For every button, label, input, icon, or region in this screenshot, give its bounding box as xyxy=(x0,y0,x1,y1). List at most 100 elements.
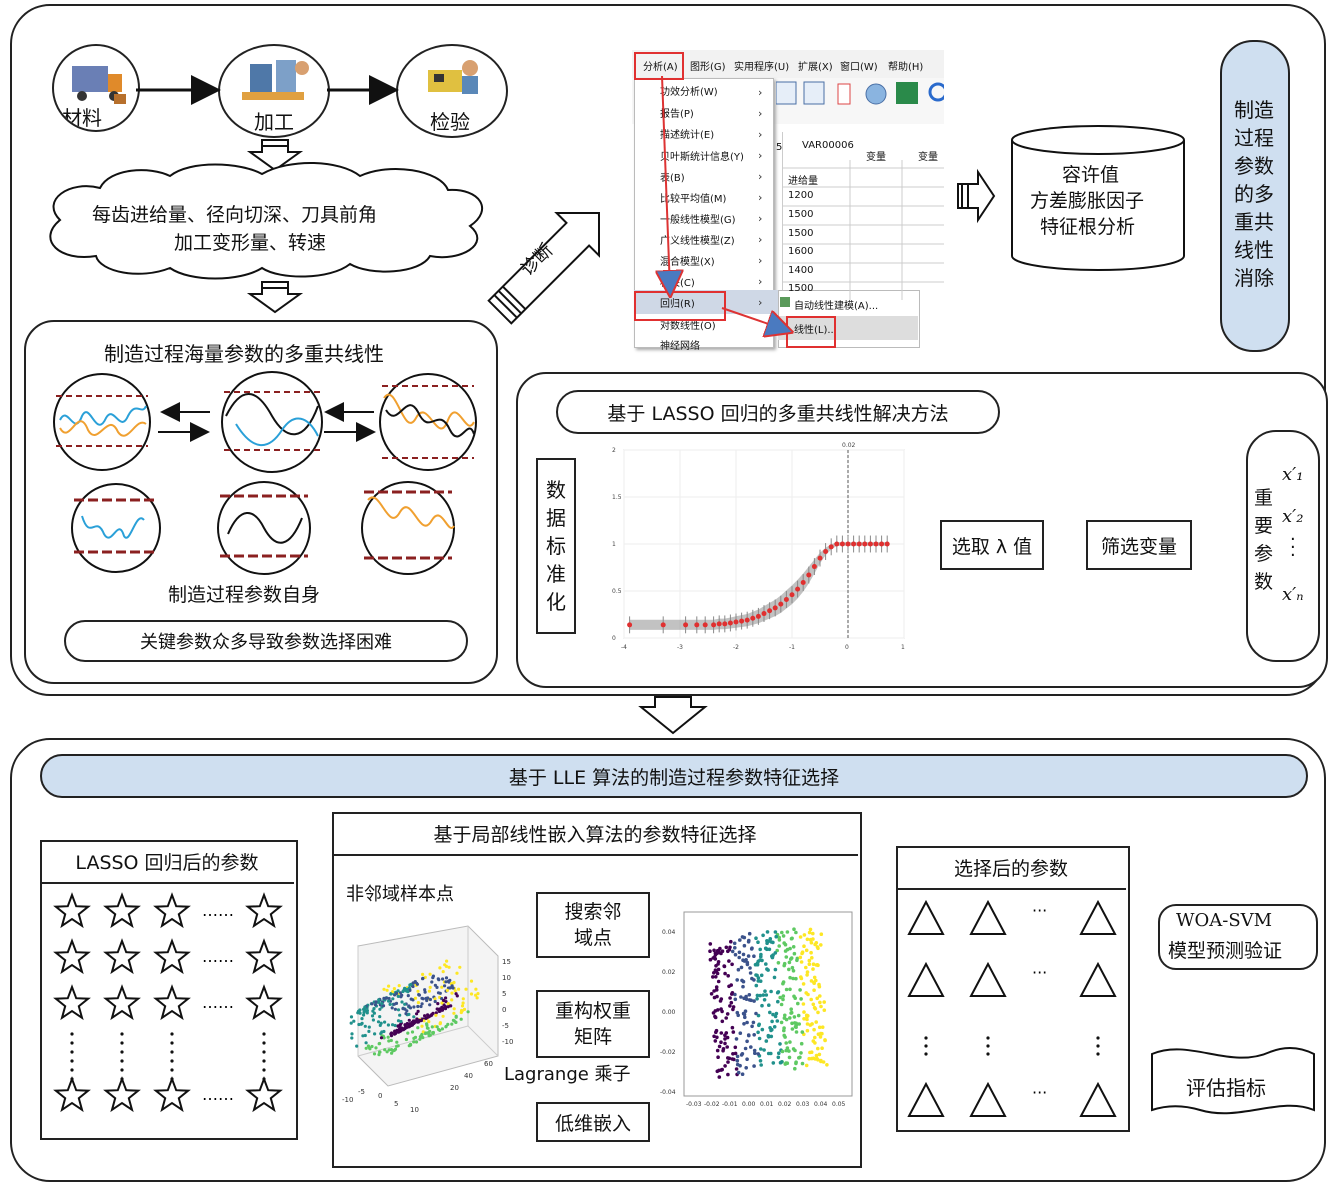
menu-window[interactable]: 窗口(W) xyxy=(840,62,878,73)
menu-graphs[interactable]: 图形(G) xyxy=(690,62,726,73)
roll-point xyxy=(391,1023,395,1027)
menu-item-glm[interactable]: 一般线性模型(G) xyxy=(660,215,736,226)
column-dot xyxy=(120,1050,124,1054)
column-dot xyxy=(1096,1036,1100,1040)
embed-point xyxy=(794,1025,798,1029)
embed-point xyxy=(802,1017,806,1021)
vif-line-1: 容许值 xyxy=(1062,164,1120,186)
roll-point xyxy=(431,1031,435,1035)
embed-point xyxy=(799,976,804,981)
roll-point xyxy=(386,1035,390,1039)
data-point xyxy=(879,541,885,547)
embed-point xyxy=(795,956,800,961)
roll-point xyxy=(458,965,462,969)
roll-point xyxy=(435,1025,439,1029)
menu-item-bayesian[interactable]: 贝叶斯统计信息(Y) xyxy=(660,152,744,163)
roll-point xyxy=(444,976,449,980)
embed-point xyxy=(709,992,714,996)
embed-point xyxy=(752,1033,756,1037)
embed-point xyxy=(745,1057,749,1061)
roll-point xyxy=(370,1014,375,1018)
embed-point xyxy=(773,930,778,934)
embed-point xyxy=(756,1013,761,1018)
embed-point xyxy=(741,984,745,989)
embed-point xyxy=(799,1051,803,1055)
embed-point xyxy=(788,1016,792,1020)
important-params-text: 重要参数 xyxy=(1254,487,1274,593)
roll-point xyxy=(361,1034,365,1038)
difficulty-pill: 关键参数众多导致参数选择困难 xyxy=(64,620,468,662)
data-point xyxy=(755,613,761,619)
embed-point xyxy=(714,975,718,979)
menu-item-reports[interactable]: 报告(P) xyxy=(660,109,694,120)
embed-point xyxy=(792,994,796,999)
menu-extensions[interactable]: 扩展(X) xyxy=(798,62,833,73)
svg-text:15: 15 xyxy=(502,958,511,966)
roll-point xyxy=(411,981,415,985)
embed-point xyxy=(733,946,737,950)
star-param xyxy=(153,892,191,929)
data-point xyxy=(806,572,812,578)
material-node: 材料 xyxy=(52,44,140,132)
embed-point xyxy=(768,1010,772,1015)
embed-point xyxy=(776,1055,781,1060)
embed-point xyxy=(773,951,778,955)
roll-point xyxy=(414,1040,419,1044)
menu-item-regression[interactable]: 回归(R) xyxy=(660,299,695,310)
y-tick-label: 1 xyxy=(612,541,616,548)
menu-utilities[interactable]: 实用程序(U) xyxy=(734,62,790,73)
column-dot xyxy=(170,1059,174,1063)
menu-item-tables[interactable]: 表(B) xyxy=(660,173,685,184)
menu-item-compare-means[interactable]: 比较平均值(M) xyxy=(660,194,727,205)
grid-col-b: 变量 xyxy=(918,152,938,163)
submenu-auto-linear[interactable]: 自动线性建模(A)... xyxy=(794,301,879,312)
menu-item-mixed[interactable]: 混合模型(X) xyxy=(660,257,715,268)
embed-point xyxy=(723,1033,727,1037)
embed-point xyxy=(819,1004,823,1009)
roll-point xyxy=(425,1023,429,1027)
embed-point xyxy=(740,1072,745,1076)
embed-point xyxy=(792,1015,797,1019)
roll-point xyxy=(426,996,430,1000)
roll-point xyxy=(362,1013,366,1017)
embed-point xyxy=(791,945,796,949)
hollow-down-arrow-main xyxy=(638,696,708,735)
embed-point xyxy=(749,1045,753,1049)
embed-point xyxy=(796,1001,800,1006)
menu-item-loglinear[interactable]: 对数线性(O) xyxy=(660,321,716,332)
svg-text:0.04: 0.04 xyxy=(814,1101,828,1108)
embed-point xyxy=(770,954,774,958)
embed-point xyxy=(723,971,727,976)
menu-item-neural[interactable]: 神经网络 xyxy=(660,341,700,352)
important-params-pill xyxy=(1246,430,1320,662)
menu-help[interactable]: 帮助(H) xyxy=(888,62,924,73)
roll-point xyxy=(382,1036,386,1040)
embed-point xyxy=(809,940,814,945)
spss-linear-highlight xyxy=(778,316,918,340)
embed-point xyxy=(794,1060,798,1064)
menu-item-power[interactable]: 功效分析(W) xyxy=(660,87,718,98)
embed-point xyxy=(774,1011,779,1016)
menu-item-gzlm[interactable]: 广义线性模型(Z) xyxy=(660,236,735,247)
roll-point xyxy=(377,998,381,1002)
embed-point xyxy=(776,999,780,1004)
roll-point xyxy=(412,1036,416,1040)
roll-point xyxy=(391,1049,395,1053)
x-tick-label: -2 xyxy=(733,644,739,651)
embed-point xyxy=(729,983,733,987)
menu-analyze[interactable]: 分析(A) xyxy=(643,62,678,73)
embed-point xyxy=(771,1061,776,1065)
data-point xyxy=(711,622,717,628)
embed-point xyxy=(778,995,782,1000)
roll-point xyxy=(451,986,455,990)
embed-point xyxy=(740,935,745,939)
submenu-linear[interactable]: 线性(L)... xyxy=(794,325,837,336)
roll-point xyxy=(398,1013,402,1017)
embed-point xyxy=(759,952,763,957)
roll-point xyxy=(403,1025,407,1029)
menu-item-descriptive[interactable]: 描述统计(E) xyxy=(660,130,715,141)
embed-point xyxy=(779,1060,784,1064)
embed-point xyxy=(742,1012,747,1017)
roll-point xyxy=(400,1000,404,1004)
